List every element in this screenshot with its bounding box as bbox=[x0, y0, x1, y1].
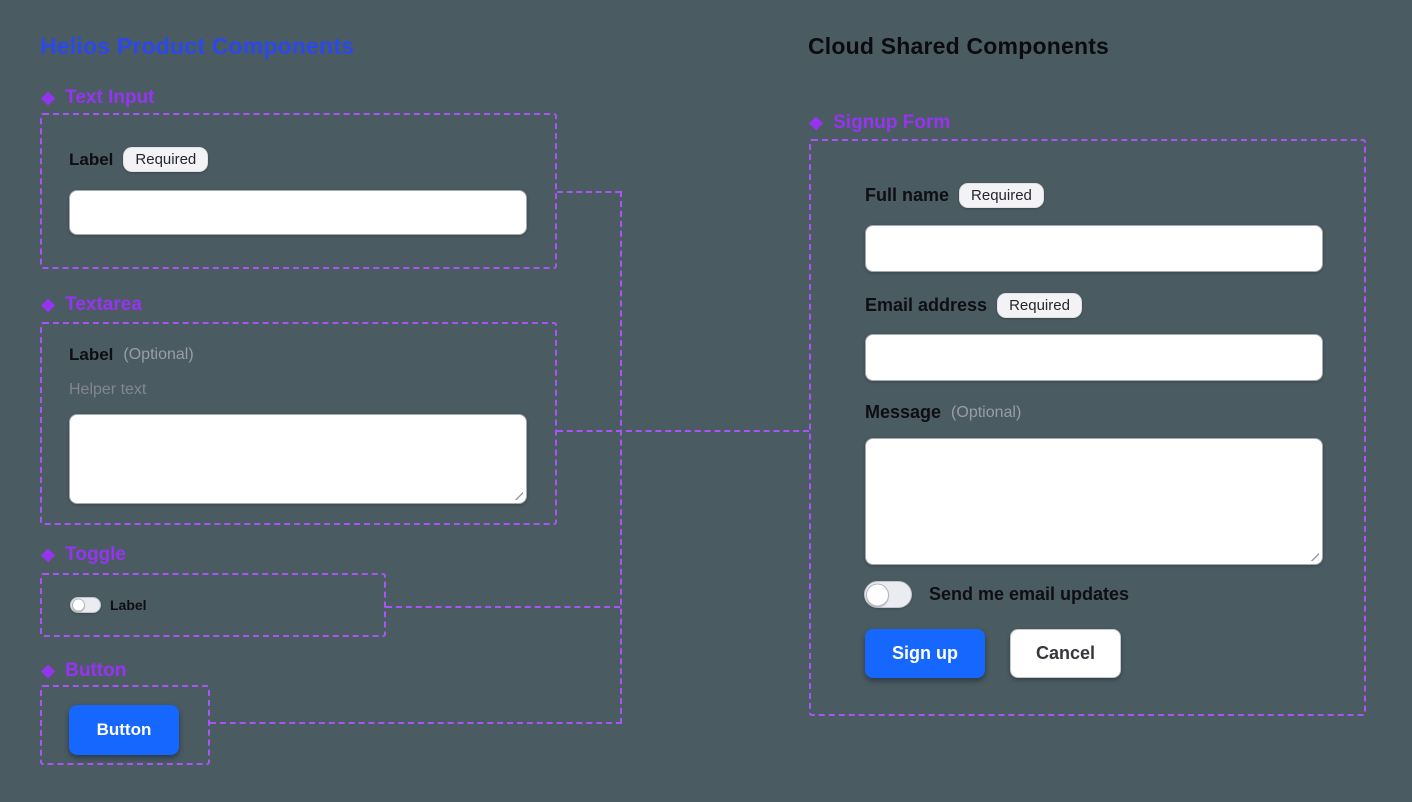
component-icon: ❖ bbox=[40, 296, 57, 316]
optional-hint: (Optional) bbox=[123, 346, 194, 363]
left-panel-title: Helios Product Components bbox=[40, 33, 355, 59]
frame-signup-form: Full name Required Email address Require… bbox=[809, 139, 1366, 716]
frame-textarea: Label (Optional) Helper text bbox=[40, 322, 557, 525]
text-input-field[interactable] bbox=[69, 190, 527, 235]
section-label-toggle: Toggle bbox=[65, 544, 126, 565]
message-box bbox=[865, 438, 1323, 565]
right-panel-title: Cloud Shared Components bbox=[808, 33, 1110, 59]
connector-textarea bbox=[557, 430, 809, 432]
connector-trunk bbox=[620, 191, 622, 724]
helper-text: Helper text bbox=[69, 381, 147, 398]
required-badge: Required bbox=[997, 293, 1082, 318]
email-updates-toggle[interactable] bbox=[864, 581, 912, 608]
required-badge: Required bbox=[959, 183, 1044, 208]
textarea-field[interactable] bbox=[69, 414, 527, 504]
textarea-label-row: Label (Optional) bbox=[69, 345, 194, 365]
frame-toggle: Label bbox=[40, 573, 386, 637]
field-label: Label bbox=[69, 149, 114, 169]
toggle-row: Label bbox=[70, 597, 147, 613]
section-header-signup-form[interactable]: ❖ Signup Form bbox=[808, 112, 950, 134]
button-component[interactable]: Button bbox=[69, 705, 179, 755]
email-input[interactable] bbox=[865, 334, 1323, 381]
textarea-box bbox=[69, 414, 527, 504]
message-label-row: Message (Optional) bbox=[865, 402, 1021, 423]
section-label-button: Button bbox=[65, 660, 127, 681]
text-input-label-row: Label Required bbox=[69, 147, 209, 172]
email-label-row: Email address Required bbox=[865, 293, 1082, 318]
connector-text-input bbox=[557, 191, 621, 193]
full-name-label-row: Full name Required bbox=[865, 183, 1044, 208]
email-updates-label: Send me email updates bbox=[929, 584, 1130, 604]
frame-button: Button bbox=[40, 685, 210, 765]
message-label: Message bbox=[865, 402, 942, 422]
component-icon: ❖ bbox=[40, 546, 57, 566]
component-icon: ❖ bbox=[40, 662, 57, 682]
connector-toggle bbox=[386, 606, 620, 608]
full-name-label: Full name bbox=[865, 185, 950, 205]
email-label: Email address bbox=[865, 295, 988, 315]
section-header-toggle[interactable]: ❖ Toggle bbox=[40, 544, 126, 566]
section-header-textarea[interactable]: ❖ Textarea bbox=[40, 294, 142, 316]
section-header-text-input[interactable]: ❖ Text Input bbox=[40, 87, 155, 109]
section-label-signup-form: Signup Form bbox=[833, 112, 951, 133]
required-badge: Required bbox=[123, 147, 209, 172]
toggle-switch[interactable] bbox=[70, 597, 101, 613]
optional-hint: (Optional) bbox=[951, 403, 1022, 421]
toggle-label: Label bbox=[110, 597, 147, 613]
section-label-text-input: Text Input bbox=[65, 87, 155, 108]
sign-up-button[interactable]: Sign up bbox=[865, 629, 985, 678]
component-icon: ❖ bbox=[40, 89, 57, 109]
toggle-knob bbox=[866, 583, 889, 606]
message-textarea[interactable] bbox=[865, 438, 1323, 565]
email-updates-row: Send me email updates bbox=[864, 581, 1129, 608]
field-label: Label bbox=[69, 345, 114, 364]
toggle-knob bbox=[72, 598, 85, 612]
frame-text-input: Label Required bbox=[40, 113, 557, 269]
cancel-button[interactable]: Cancel bbox=[1010, 629, 1121, 678]
full-name-input[interactable] bbox=[865, 225, 1323, 272]
section-label-textarea: Textarea bbox=[65, 294, 142, 315]
connector-button bbox=[210, 722, 622, 724]
section-header-button[interactable]: ❖ Button bbox=[40, 660, 126, 682]
component-icon: ❖ bbox=[808, 114, 825, 134]
